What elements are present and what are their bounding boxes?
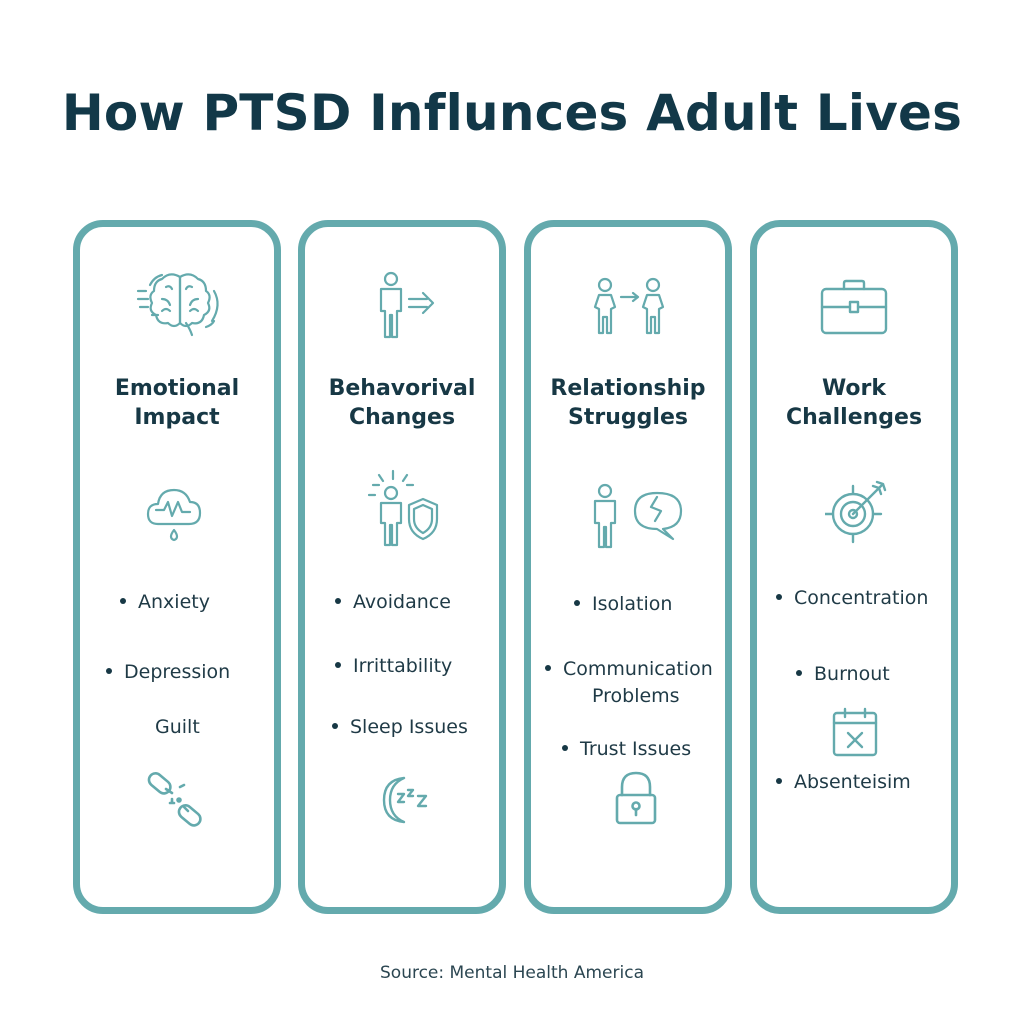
item-text: Problems	[592, 685, 680, 707]
item-text: Absenteisim	[794, 771, 911, 793]
person-broken-speech-icon	[591, 483, 687, 549]
bullet	[562, 744, 568, 751]
list-item: Sleep Issues	[332, 714, 468, 741]
item-text: Communication	[563, 658, 713, 680]
card-behavioral-changes: Behavorival Changes Avoidance Irrittabil…	[298, 220, 506, 914]
list-item: Irrittability	[335, 653, 452, 680]
bullet	[120, 597, 126, 604]
list-item-continuation: Problems	[592, 683, 680, 710]
item-text: Burnout	[814, 663, 890, 685]
heading-line: Work	[821, 376, 887, 401]
list-item: Isolation	[574, 591, 672, 618]
card-heading: Behavorival Changes	[305, 374, 499, 432]
card-relationship-struggles: Relationship Struggles Isolation Communi…	[524, 220, 732, 914]
heading-line: Struggles	[568, 405, 688, 430]
heading-line: Relationship	[550, 376, 706, 401]
bullet	[332, 722, 338, 729]
list-item: Guilt	[155, 714, 200, 741]
item-text: Avoidance	[353, 591, 451, 613]
card-emotional-impact: Emotional Impact Anxiety Depression Guil…	[73, 220, 281, 914]
padlock-icon	[614, 771, 658, 825]
item-text: Irrittability	[353, 655, 453, 677]
heading-line: Behavorival	[328, 376, 476, 401]
item-text: Isolation	[592, 593, 673, 615]
calendar-x-icon	[831, 707, 879, 757]
card-heading: Work Challenges	[757, 374, 951, 432]
item-text: Anxiety	[138, 591, 210, 613]
list-item: Anxiety	[120, 589, 210, 616]
bullet	[545, 664, 551, 671]
list-item: Communication	[545, 656, 713, 683]
source-caption: Source: Mental Health America	[380, 963, 644, 983]
item-text: Trust Issues	[580, 738, 692, 760]
moon-zzz-icon	[380, 774, 444, 826]
item-text: Guilt	[155, 716, 200, 738]
list-item: Absenteisim	[776, 769, 911, 796]
bullet	[335, 597, 341, 604]
target-arrow-icon	[825, 478, 891, 544]
brain-icon	[136, 269, 228, 339]
card-heading: Emotional Impact	[80, 374, 274, 432]
person-arrow-icon	[377, 271, 447, 341]
heading-line: Impact	[134, 405, 220, 430]
bullet	[776, 777, 782, 784]
heading-line: Emotional	[114, 376, 240, 401]
heading-line: Challenges	[785, 405, 923, 430]
list-item: Depression	[106, 659, 230, 686]
bullet	[335, 661, 341, 668]
bullet	[796, 669, 802, 676]
list-item: Avoidance	[335, 589, 451, 616]
bullet	[574, 599, 580, 606]
briefcase-icon	[820, 279, 888, 335]
list-item: Trust Issues	[562, 736, 691, 763]
person-shield-icon	[367, 469, 445, 547]
page-title: How PTSD Influnces Adult Lives	[61, 84, 963, 142]
item-text: Concentration	[794, 587, 929, 609]
broken-chain-icon	[146, 767, 212, 833]
cloud-heartbeat-icon	[146, 480, 202, 550]
card-heading: Relationship Struggles	[531, 374, 725, 432]
bullet	[106, 667, 112, 674]
heading-line: Changes	[348, 405, 456, 430]
card-work-challenges: Work Challenges Concentration Burnout Ab…	[750, 220, 958, 914]
list-item: Burnout	[796, 661, 890, 688]
bullet	[776, 593, 782, 600]
item-text: Sleep Issues	[350, 716, 468, 738]
list-item: Concentration	[776, 585, 928, 612]
item-text: Depression	[124, 661, 231, 683]
two-people-icon	[591, 277, 671, 339]
